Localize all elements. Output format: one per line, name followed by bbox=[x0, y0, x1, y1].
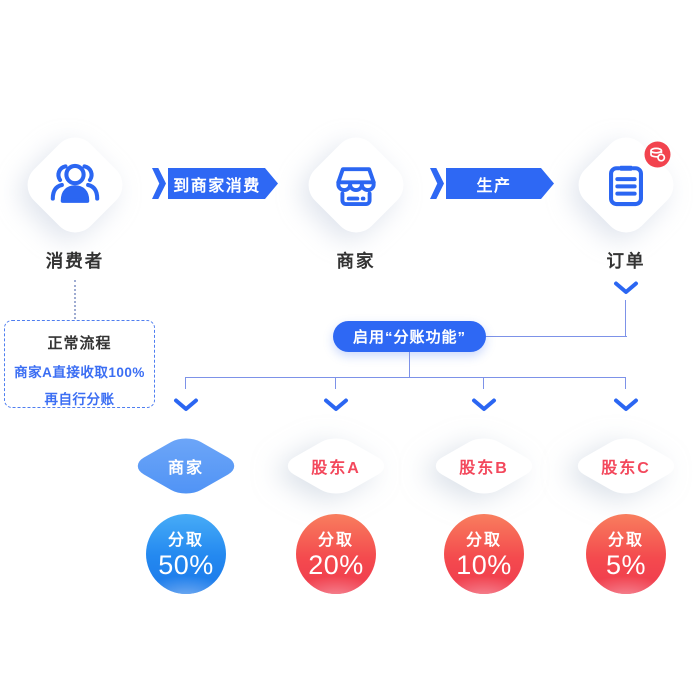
arrow-consume-at-merchant: 到商家消费 bbox=[152, 168, 278, 199]
share-percent: 20% bbox=[308, 550, 364, 580]
arrow-production: 生产 bbox=[430, 168, 554, 199]
elbow-connector-horizontal bbox=[486, 336, 627, 337]
branch-shareholder-b-diamond: 股东B bbox=[427, 433, 541, 499]
storefront-icon bbox=[336, 167, 376, 206]
branch-shareholder-a-diamond: 股东A bbox=[279, 433, 393, 499]
share-percent: 5% bbox=[605, 550, 647, 580]
branch-name: 股东A bbox=[311, 460, 361, 477]
arrow-label: 生产 bbox=[446, 168, 554, 199]
enable-split-pill: 启用“分账功能” bbox=[333, 321, 486, 352]
chevron-down-icon bbox=[614, 398, 638, 411]
branch-merchant-diamond: 商家 bbox=[129, 433, 243, 499]
pill-drop-connector bbox=[409, 352, 410, 378]
arrow-chevron-icon bbox=[152, 168, 166, 199]
note-line-2: 再自行分账 bbox=[44, 392, 115, 407]
branch-tick bbox=[625, 377, 626, 389]
branch-distribution-line bbox=[186, 377, 626, 378]
elbow-connector-vertical bbox=[625, 300, 626, 337]
share-percent: 50% bbox=[158, 550, 214, 580]
chevron-down-icon bbox=[174, 398, 198, 411]
chevron-down-icon bbox=[614, 281, 638, 294]
share-circle-shareholder-c: 分取 5% bbox=[586, 514, 666, 594]
clipboard-icon bbox=[609, 164, 643, 207]
normal-flow-note: 正常流程 商家A直接收取100% 再自行分账 bbox=[4, 320, 155, 408]
branch-tick bbox=[185, 377, 186, 389]
merchant-label: 商家 bbox=[336, 251, 376, 271]
chevron-down-icon bbox=[324, 398, 348, 411]
note-title: 正常流程 bbox=[47, 335, 112, 352]
share-circle-shareholder-a: 分取 20% bbox=[296, 514, 376, 594]
consumer-label: 消费者 bbox=[45, 251, 105, 271]
users-icon bbox=[50, 163, 100, 203]
branch-name: 股东B bbox=[459, 460, 509, 477]
chevron-down-icon bbox=[472, 398, 496, 411]
arrow-chevron-icon bbox=[430, 168, 444, 199]
share-label: 分取 bbox=[317, 532, 354, 549]
share-label: 分取 bbox=[167, 532, 204, 549]
share-label: 分取 bbox=[607, 532, 644, 549]
branch-name: 商家 bbox=[167, 460, 204, 477]
share-circle-shareholder-b: 分取 10% bbox=[444, 514, 524, 594]
share-circle-merchant: 分取 50% bbox=[146, 514, 226, 594]
order-label: 订单 bbox=[606, 251, 646, 271]
branch-shareholder-c-diamond: 股东C bbox=[569, 433, 683, 499]
note-line-1: 商家A直接收取100% bbox=[14, 365, 145, 380]
share-percent: 10% bbox=[456, 550, 512, 580]
dotted-connector bbox=[74, 280, 76, 319]
share-label: 分取 bbox=[465, 532, 502, 549]
arrow-label: 到商家消费 bbox=[168, 168, 278, 199]
branch-name: 股东C bbox=[601, 460, 651, 477]
branch-tick bbox=[483, 377, 484, 389]
branch-tick bbox=[335, 377, 336, 389]
coins-badge-icon bbox=[644, 141, 671, 168]
